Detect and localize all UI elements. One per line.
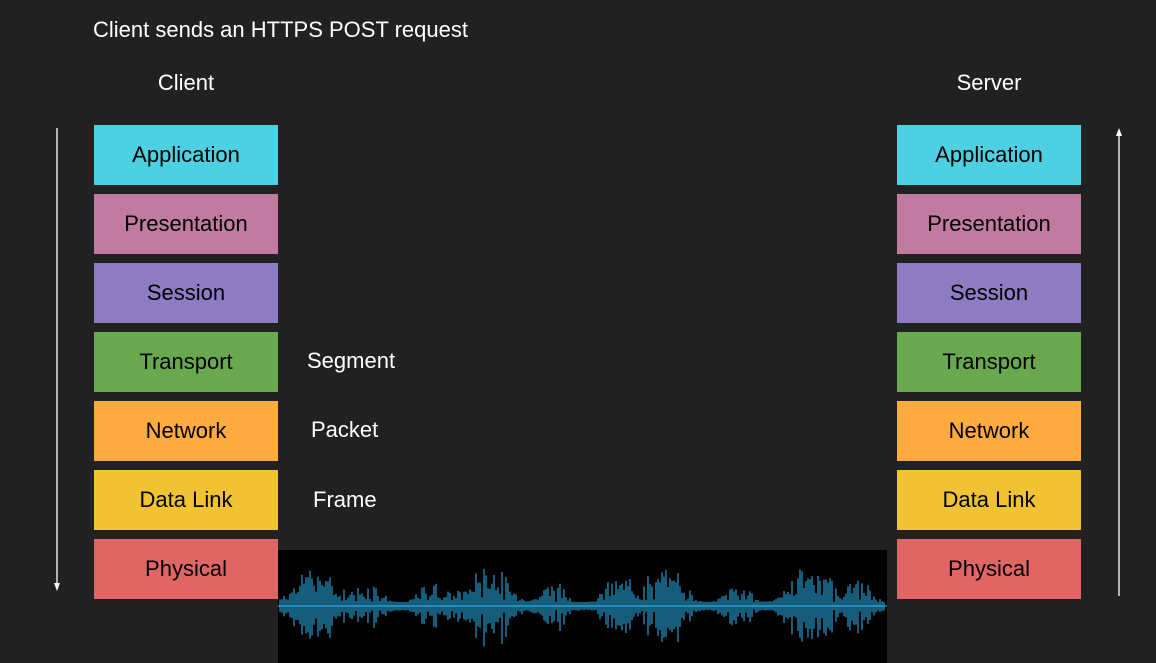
server-layer-physical-label: Physical xyxy=(948,556,1030,581)
pdu-frame-label: Frame xyxy=(313,487,377,512)
server-layer-application: Application xyxy=(897,125,1081,185)
client-layer-session: Session xyxy=(94,263,278,323)
client-layer-network-label: Network xyxy=(145,418,227,443)
client-layer-data-link-label: Data Link xyxy=(139,487,233,512)
client-down-arrow-icon xyxy=(54,128,60,591)
client-label: Client xyxy=(157,70,215,95)
server-layer-transport: Transport xyxy=(897,332,1081,392)
client-layer-physical: Physical xyxy=(94,539,278,599)
client-layer-application-label: Application xyxy=(132,142,240,167)
diagram-title: Client sends an HTTPS POST request xyxy=(93,17,468,42)
server-label: Server xyxy=(956,70,1022,95)
client-layer-session-label: Session xyxy=(146,280,226,305)
server-up-arrow-icon xyxy=(1116,128,1122,596)
client-layer-transport-label: Transport xyxy=(139,349,233,374)
server-layer-session-label: Session xyxy=(949,280,1029,305)
client-layer-presentation: Presentation xyxy=(94,194,278,254)
client-layer-presentation-label: Presentation xyxy=(124,211,248,236)
server-layer-network: Network xyxy=(897,401,1081,461)
server-layer-physical: Physical xyxy=(897,539,1081,599)
client-layer-network: Network xyxy=(94,401,278,461)
server-layer-data-link: Data Link xyxy=(897,470,1081,530)
server-layer-presentation-label: Presentation xyxy=(927,211,1051,236)
server-layer-session: Session xyxy=(897,263,1081,323)
waveform-icon xyxy=(278,568,887,647)
server-layer-data-link-label: Data Link xyxy=(942,487,1036,512)
pdu-segment-label: Segment xyxy=(307,348,396,373)
client-layer-data-link: Data Link xyxy=(94,470,278,530)
server-layer-network-label: Network xyxy=(948,418,1030,443)
server-layer-presentation: Presentation xyxy=(897,194,1081,254)
pdu-packet-label: Packet xyxy=(311,417,379,442)
client-layer-physical-label: Physical xyxy=(145,556,227,581)
signal-waveform-panel xyxy=(278,550,887,663)
client-layer-transport: Transport xyxy=(94,332,278,392)
server-layer-application-label: Application xyxy=(935,142,1043,167)
server-layer-transport-label: Transport xyxy=(942,349,1036,374)
client-layer-application: Application xyxy=(94,125,278,185)
